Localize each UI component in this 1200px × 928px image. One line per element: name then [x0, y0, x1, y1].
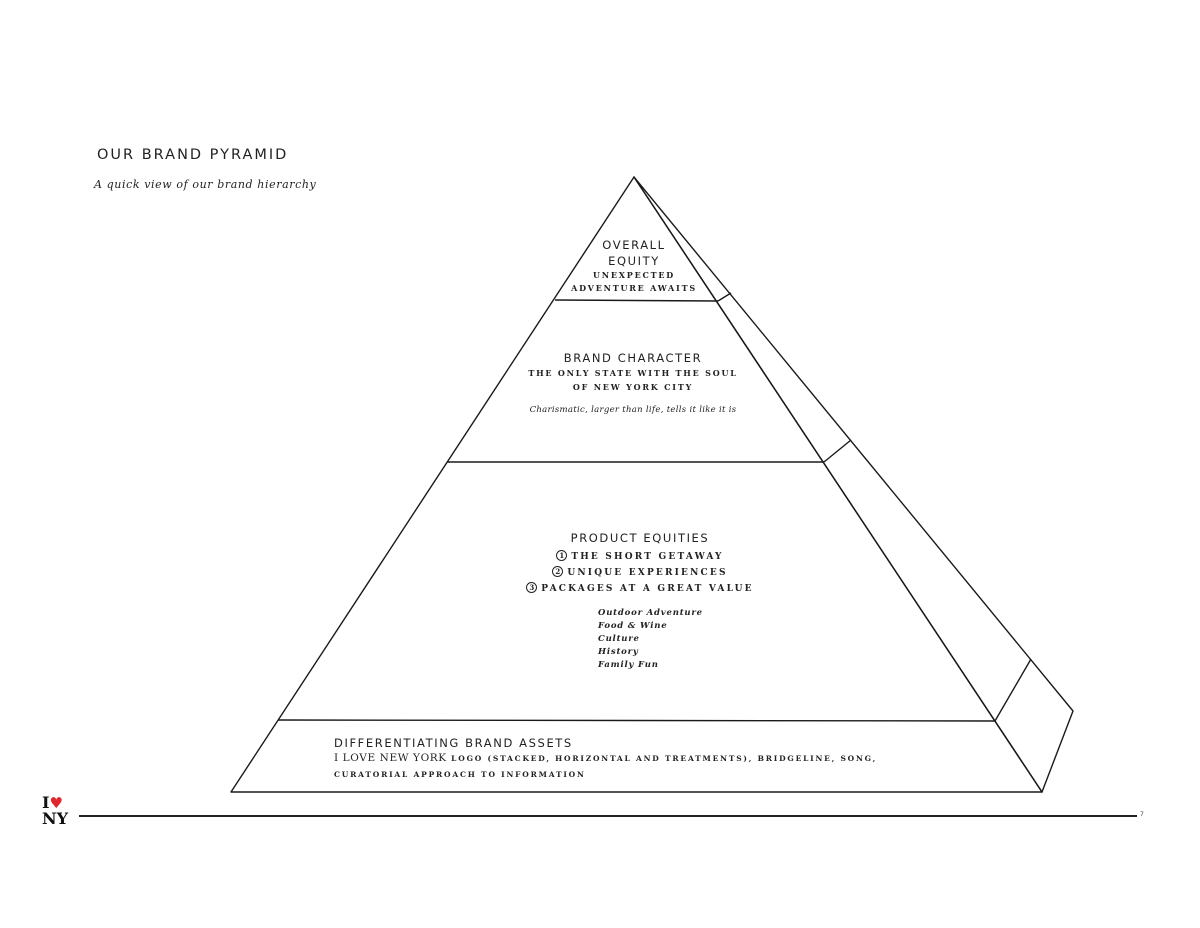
heart-icon: ♥	[49, 794, 63, 812]
brand-character-tagline-line2: OF NEW YORK CITY	[572, 382, 694, 392]
number-2-badge: 2	[552, 566, 564, 577]
tier-brand-character: BRAND CHARACTER THE ONLY STATE WITH THE …	[483, 350, 783, 415]
category-item: History	[598, 647, 639, 657]
page-subtitle: A quick view of our brand hierarchy	[94, 178, 317, 191]
overall-equity-heading-line1: OVERALL	[602, 238, 666, 252]
logo-ny: NY	[42, 809, 69, 828]
footer-divider	[79, 815, 1137, 817]
page-title: OUR BRAND PYRAMID	[97, 147, 289, 163]
side-divider-3	[994, 658, 1032, 722]
brand-assets-heading: DIFFERENTIATING BRAND ASSETS	[334, 736, 573, 750]
brand-assets-line1-rest: logo (stacked, horizontal and treatments…	[446, 754, 878, 763]
i-love-ny-logo: I♥ NY	[42, 795, 69, 828]
tier-divider-1	[554, 299, 719, 302]
number-3-badge: 3	[526, 582, 538, 593]
overall-equity-heading-line2: EQUITY	[608, 254, 660, 268]
side-divider-2	[823, 439, 852, 463]
page-number: 7	[1140, 811, 1144, 818]
category-item: Food & Wine	[598, 621, 668, 631]
product-equity-label: PACKAGES AT A GREAT VALUE	[541, 584, 754, 594]
product-categories-list: Outdoor Adventure Food & Wine Culture Hi…	[598, 607, 790, 672]
tier-divider-3	[277, 719, 996, 722]
tier-overall-equity: OVERALL EQUITY UNEXPECTED ADVENTURE AWAI…	[534, 237, 734, 295]
product-equities-heading: PRODUCT EQUITIES	[570, 531, 710, 545]
category-item: Outdoor Adventure	[598, 608, 703, 618]
brand-character-note: Charismatic, larger than life, tells it …	[529, 405, 737, 415]
logo-i: I	[42, 793, 50, 812]
category-item: Culture	[598, 634, 640, 644]
brand-assets-line1: I LOVE NEW YORK logo (stacked, horizonta…	[334, 751, 877, 767]
brand-character-tagline-line1: THE ONLY STATE WITH THE SOUL	[528, 368, 738, 378]
product-equity-label: UNIQUE EXPERIENCES	[567, 568, 728, 578]
brand-assets-line2: curatorial approach to information	[334, 770, 586, 779]
pyramid-side-face	[633, 176, 1074, 793]
brand-assets-line2-wrap: curatorial approach to information	[334, 767, 877, 783]
side-divider-1	[717, 292, 732, 302]
overall-equity-tagline-line2: ADVENTURE AWAITS	[571, 283, 697, 293]
overall-equity-tagline-line1: UNEXPECTED	[592, 270, 676, 280]
brand-assets-lead: I LOVE NEW YORK	[334, 752, 447, 764]
product-equity-label: THE SHORT GETAWAY	[571, 552, 724, 562]
number-1-badge: 1	[556, 550, 568, 561]
tier-brand-assets: DIFFERENTIATING BRAND ASSETS I LOVE NEW …	[334, 735, 877, 783]
logo-top-row: I♥	[42, 795, 68, 811]
brand-character-heading: BRAND CHARACTER	[563, 351, 703, 365]
category-item: Family Fun	[598, 660, 659, 670]
